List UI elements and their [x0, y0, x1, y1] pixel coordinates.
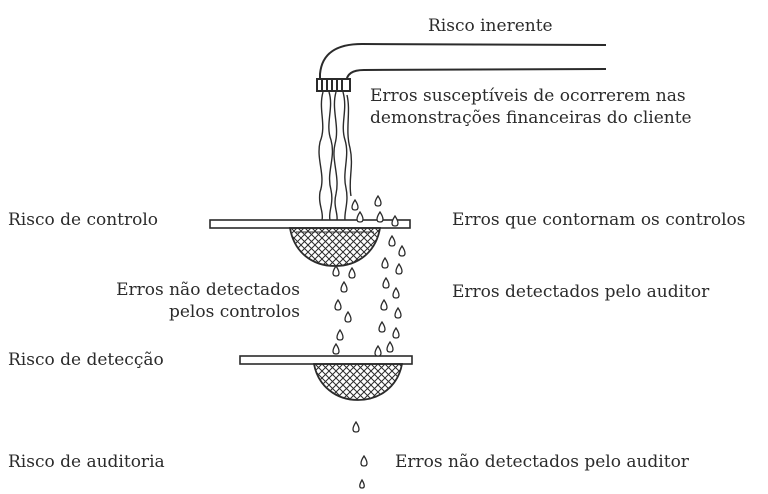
- label-control-risk: Risco de controlo: [8, 210, 159, 230]
- label-audit-risk: Risco de auditoria: [8, 452, 165, 472]
- droplet: [359, 478, 365, 489]
- water-stream: [318, 91, 353, 221]
- droplet: [392, 286, 400, 299]
- label-errors-line1: Erros susceptíveis de ocorrerem nas: [370, 86, 686, 106]
- droplet: [344, 310, 352, 323]
- droplet: [360, 454, 368, 467]
- label-errors-line2: demonstrações financeiras do cliente: [370, 108, 692, 128]
- droplets: [332, 194, 406, 489]
- droplet: [395, 262, 403, 275]
- droplet: [336, 328, 344, 341]
- droplet: [388, 234, 396, 247]
- droplet: [340, 280, 348, 293]
- droplet: [398, 244, 406, 257]
- faucet-icon: [316, 42, 607, 92]
- droplet: [394, 306, 402, 319]
- label-detected-auditor: Erros detectados pelo auditor: [452, 282, 710, 302]
- label-undetected-controls-line1: Erros não detectados: [116, 280, 300, 300]
- droplet: [332, 264, 340, 277]
- droplet: [356, 210, 364, 223]
- droplet: [348, 266, 356, 279]
- droplet: [391, 214, 399, 227]
- label-undetected-auditor: Erros não detectados pelo auditor: [395, 452, 689, 472]
- droplet: [334, 298, 342, 311]
- label-detection-risk: Risco de detecção: [8, 350, 164, 370]
- label-undetected-controls-line2: pelos controlos: [168, 302, 300, 322]
- droplet: [374, 344, 382, 357]
- label-inherent-risk: Risco inerente: [428, 16, 553, 36]
- droplet: [386, 340, 394, 353]
- droplet: [374, 194, 382, 207]
- droplet: [352, 420, 360, 433]
- droplet: [332, 342, 340, 355]
- droplet: [380, 298, 388, 311]
- control-sieve: [209, 219, 411, 267]
- droplet: [376, 210, 384, 223]
- droplet: [351, 198, 359, 211]
- detection-sieve: [239, 355, 413, 401]
- droplet: [378, 320, 386, 333]
- droplet: [382, 276, 390, 289]
- droplet: [381, 256, 389, 269]
- droplet: [392, 326, 400, 339]
- label-bypass-controls: Erros que contornam os controlos: [452, 210, 746, 230]
